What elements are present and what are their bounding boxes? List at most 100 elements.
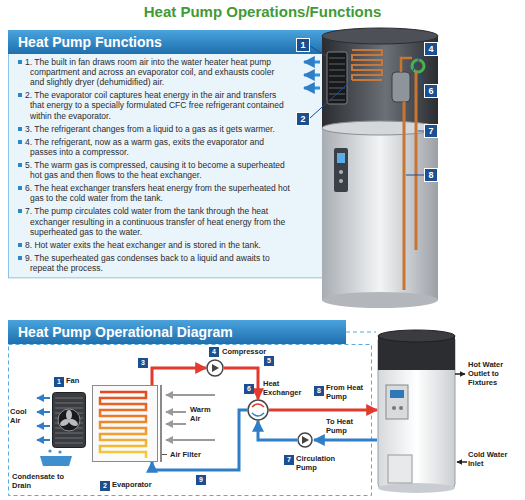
tank-illustration <box>388 455 412 483</box>
fan-unit-outline <box>58 409 80 431</box>
callout-number: 4 <box>209 347 219 357</box>
tank-illustration <box>386 385 408 419</box>
water-heater-illustration <box>392 72 410 102</box>
leader-line <box>310 46 424 175</box>
water-heater-illustration <box>322 36 438 128</box>
fan-unit-outline <box>68 417 80 427</box>
leader-line <box>406 175 424 176</box>
label-slot: Cold Water Inlet <box>468 450 518 468</box>
label-slot: 7 <box>424 124 438 138</box>
fan-unit: Fan <box>52 392 86 448</box>
part-label: Circulation Pump <box>296 454 342 472</box>
step-text: 4. The refrigerant, now as a warm gas, e… <box>8 137 298 158</box>
water-heater-illustration <box>322 128 438 300</box>
tank-illustration <box>378 330 455 342</box>
condensate-tray <box>58 450 61 453</box>
label-slot: Cool Air <box>10 407 34 425</box>
water-line <box>258 421 297 440</box>
functions-panel-ground <box>9 31 346 278</box>
tank-illustration <box>399 406 403 410</box>
water-heater-illustration <box>339 170 343 174</box>
label-slot: Air Filter <box>170 450 201 459</box>
water-heater-illustration <box>304 28 438 308</box>
label-slot: Condensate to Drain <box>12 472 66 490</box>
part-label: From Heat Pump <box>326 383 372 401</box>
compressor-symbol-outline <box>212 364 219 372</box>
fan-unit-outline <box>55 443 83 444</box>
panel-heading: Heat Pump Operational Diagram <box>8 320 372 344</box>
compressor-symbol: Compressor <box>206 359 224 377</box>
step-text: 3. The refrigerant changes from a liquid… <box>8 124 298 134</box>
part-label: Evaporator <box>112 480 178 489</box>
leader-line <box>411 50 424 74</box>
heat-exchanger-symbol-outline <box>252 404 264 407</box>
callout-number: 6 <box>244 384 254 394</box>
evaporator-coil-outline <box>93 386 158 462</box>
part-label: Condensate to Drain <box>12 472 66 490</box>
step-text: 7. The pump circulates cold water from t… <box>8 206 298 237</box>
water-heater-illustration <box>327 52 347 104</box>
heat-exchanger-symbol: Heat Exchanger <box>247 399 269 421</box>
fan-unit-outline <box>59 417 71 427</box>
step-text: 9. The superheated gas condenses back to… <box>8 253 298 274</box>
air-flow <box>37 397 50 399</box>
title-slot: Heat Pump Operations/Functions <box>0 3 525 21</box>
callout-number: 2 <box>100 481 110 491</box>
water-heater-illustration <box>322 28 438 44</box>
fan-unit-outline <box>55 403 83 404</box>
page-title: Heat Pump Operations/Functions <box>144 3 382 20</box>
part-label: To Heat Pump <box>326 417 372 435</box>
air-filter <box>161 385 167 462</box>
tank-illustration <box>457 461 467 463</box>
label-slot: 5 <box>264 356 274 366</box>
compressor-symbol-outline <box>207 360 223 376</box>
water-heater-illustration <box>352 50 382 80</box>
pump-symbol: Circulation Pump <box>297 432 313 448</box>
diagram-panel-ground <box>8 320 376 496</box>
functions-panel-ground <box>8 30 346 278</box>
step-text: 6. The heat exchanger transfers heat ene… <box>8 183 298 204</box>
condensate-tray <box>40 456 72 466</box>
callout-number: 8 <box>424 168 438 182</box>
pump-symbol-outline <box>297 432 313 448</box>
functions-panel-ground <box>8 30 346 54</box>
air-flow <box>166 411 186 413</box>
fan-unit-outline <box>53 393 86 448</box>
part-label: Warm Air <box>190 405 218 423</box>
fan-unit-outline <box>66 410 72 420</box>
evaporator-coil-outline <box>92 385 158 462</box>
part-label: Air Filter <box>170 450 201 459</box>
callout-number: 7 <box>284 455 294 465</box>
air-filter <box>162 454 167 455</box>
diagram-panel-ground <box>346 332 376 333</box>
air-filter <box>160 385 162 462</box>
condensate-tray <box>40 449 72 466</box>
label-slot: 6 <box>244 384 254 394</box>
part-label: Heat Exchanger <box>263 379 307 397</box>
compressor-symbol-outline <box>206 359 224 377</box>
air-flow <box>166 439 215 441</box>
evaporator-coil-outline <box>100 392 146 458</box>
label-slot: 2 <box>296 112 310 126</box>
functions-panel: Heat Pump Functions1. The built in fan d… <box>8 30 298 278</box>
label-slot: To Heat Pump <box>326 417 372 435</box>
tank-illustration <box>378 336 455 488</box>
label-slot: Hot Water Outlet to Fixtures <box>468 360 520 387</box>
part-label: Hot Water Outlet to Fixtures <box>468 360 520 387</box>
label-slot: Warm Air <box>190 405 218 423</box>
leader-line <box>310 46 326 56</box>
label-slot: 3 <box>138 358 148 368</box>
fan-unit-outline <box>55 408 83 409</box>
step-text: 8. Hot water exits the heat exchanger an… <box>8 240 298 250</box>
callout-number: 8 <box>314 386 324 396</box>
diagram-panel-ground <box>9 345 372 496</box>
heat-exchanger-symbol-outline <box>248 400 268 420</box>
label-slot: 8 <box>424 168 438 182</box>
water-heater-illustration <box>334 148 348 192</box>
water-heater-illustration <box>304 74 320 77</box>
leader-line <box>310 80 352 118</box>
fan-unit-outline <box>55 438 83 439</box>
air-flow <box>166 394 215 396</box>
air-flow <box>166 423 186 425</box>
callout-number: 6 <box>424 84 438 98</box>
